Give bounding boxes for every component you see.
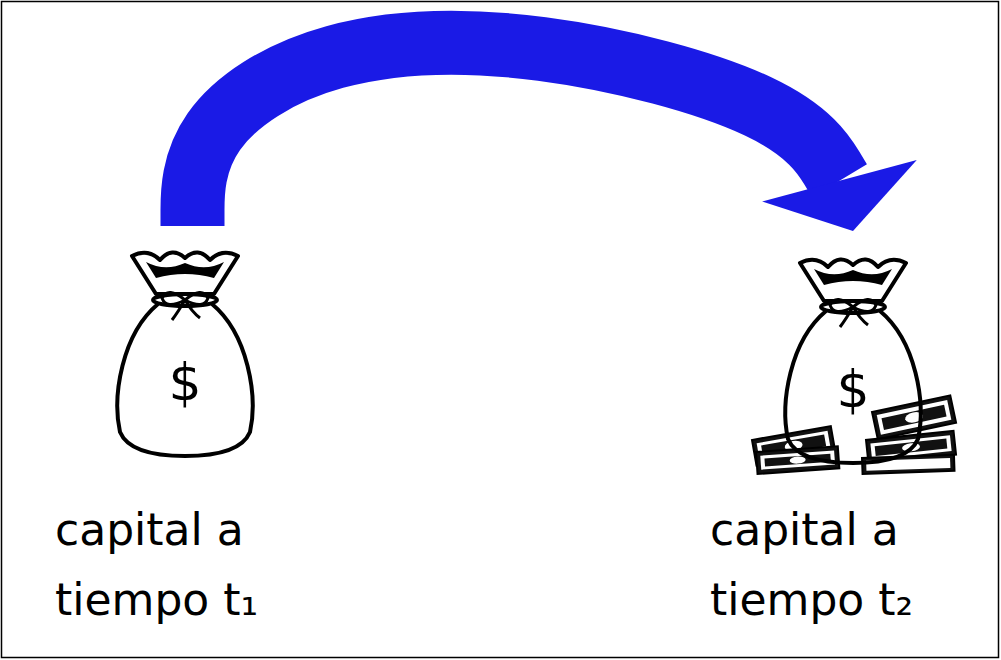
money-bag: $ — [110, 248, 260, 463]
bag-opening — [146, 262, 224, 278]
dollar-sign: $ — [110, 356, 260, 408]
money-bag: $ — [778, 255, 928, 470]
node-label: capital a tiempo t₂ — [710, 495, 995, 635]
money-bag-node: $ capital a tiempo t₁ — [50, 248, 350, 639]
money-bag-node: $ capital a tiempo t₂ — [705, 250, 1001, 639]
dollar-sign: $ — [778, 363, 928, 415]
bag-top — [132, 252, 238, 294]
bag-bow — [162, 292, 208, 320]
arrow-head — [762, 160, 917, 231]
arrow-shaft — [193, 43, 840, 226]
bag-top — [800, 259, 906, 301]
bag-bow — [830, 299, 876, 327]
node-label: capital a tiempo t₁ — [55, 495, 340, 635]
curved-arrow — [193, 43, 917, 231]
bag-opening — [814, 269, 892, 285]
